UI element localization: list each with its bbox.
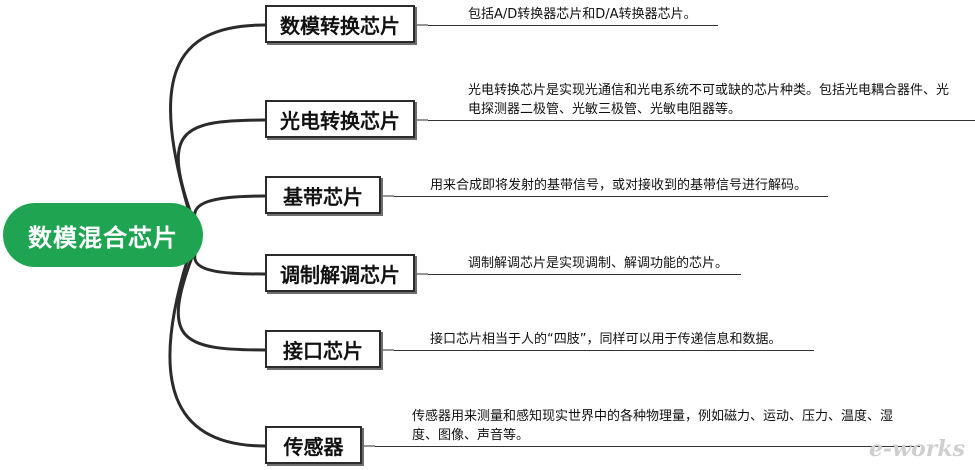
watermark-logo: e-works [869, 436, 965, 462]
connector-4 [193, 242, 267, 276]
connector-2 [176, 118, 267, 224]
branch-node-1[interactable]: 数模转换芯片 [265, 5, 415, 43]
branch-description-6-line-2: 度、图像、声音等。 [412, 428, 530, 443]
description-underline-3 [394, 196, 828, 197]
branch-description-6: 传感器用来测量和感知现实世界中的各种物理量，例如磁力、运动、压力、温度、湿 度、… [412, 407, 893, 445]
branch-description-1: 包括A/D转换器芯片和D/A转换器芯片。 [468, 7, 697, 22]
branch-description-2-line-1: 光电转换芯片是实现光通信和光电系统不可或缺的芯片种类。包括光电耦合器件、光 [468, 83, 950, 98]
branch-description-2: 光电转换芯片是实现光通信和光电系统不可或缺的芯片种类。包括光电耦合器件、光 电探… [468, 81, 949, 119]
branch-node-5[interactable]: 接口芯片 [265, 330, 381, 368]
root-node[interactable]: 数模混合芯片 [3, 203, 203, 267]
branch-node-2[interactable]: 光电转换芯片 [265, 100, 415, 138]
branch-description-6-line-1: 传感器用来测量和感知现实世界中的各种物理量，例如磁力、运动、压力、温度、湿 [412, 409, 894, 424]
description-underline-6 [375, 446, 920, 447]
connector-5 [176, 250, 267, 352]
description-underline-5 [394, 350, 814, 351]
connector-6 [168, 256, 267, 448]
branch-description-5: 接口芯片相当于人的“四肢”，同样可以用于传递信息和数据。 [430, 332, 782, 347]
branch-description-4: 调制解调芯片是实现调制、解调功能的芯片。 [468, 256, 729, 271]
branch-node-6[interactable]: 传感器 [265, 426, 362, 464]
branch-node-3[interactable]: 基带芯片 [265, 176, 381, 214]
branch-description-3: 用来合成即将发射的基带信号，或对接收到的基带信号进行解码。 [430, 178, 808, 193]
connector-3 [193, 194, 267, 230]
description-underline-1 [428, 25, 718, 26]
description-underline-4 [428, 274, 741, 275]
description-underline-2 [428, 120, 975, 121]
branch-node-4[interactable]: 调制解调芯片 [265, 254, 415, 292]
branch-description-2-line-2: 电探测器二极管、光敏三极管、光敏电阻器等。 [468, 102, 742, 117]
